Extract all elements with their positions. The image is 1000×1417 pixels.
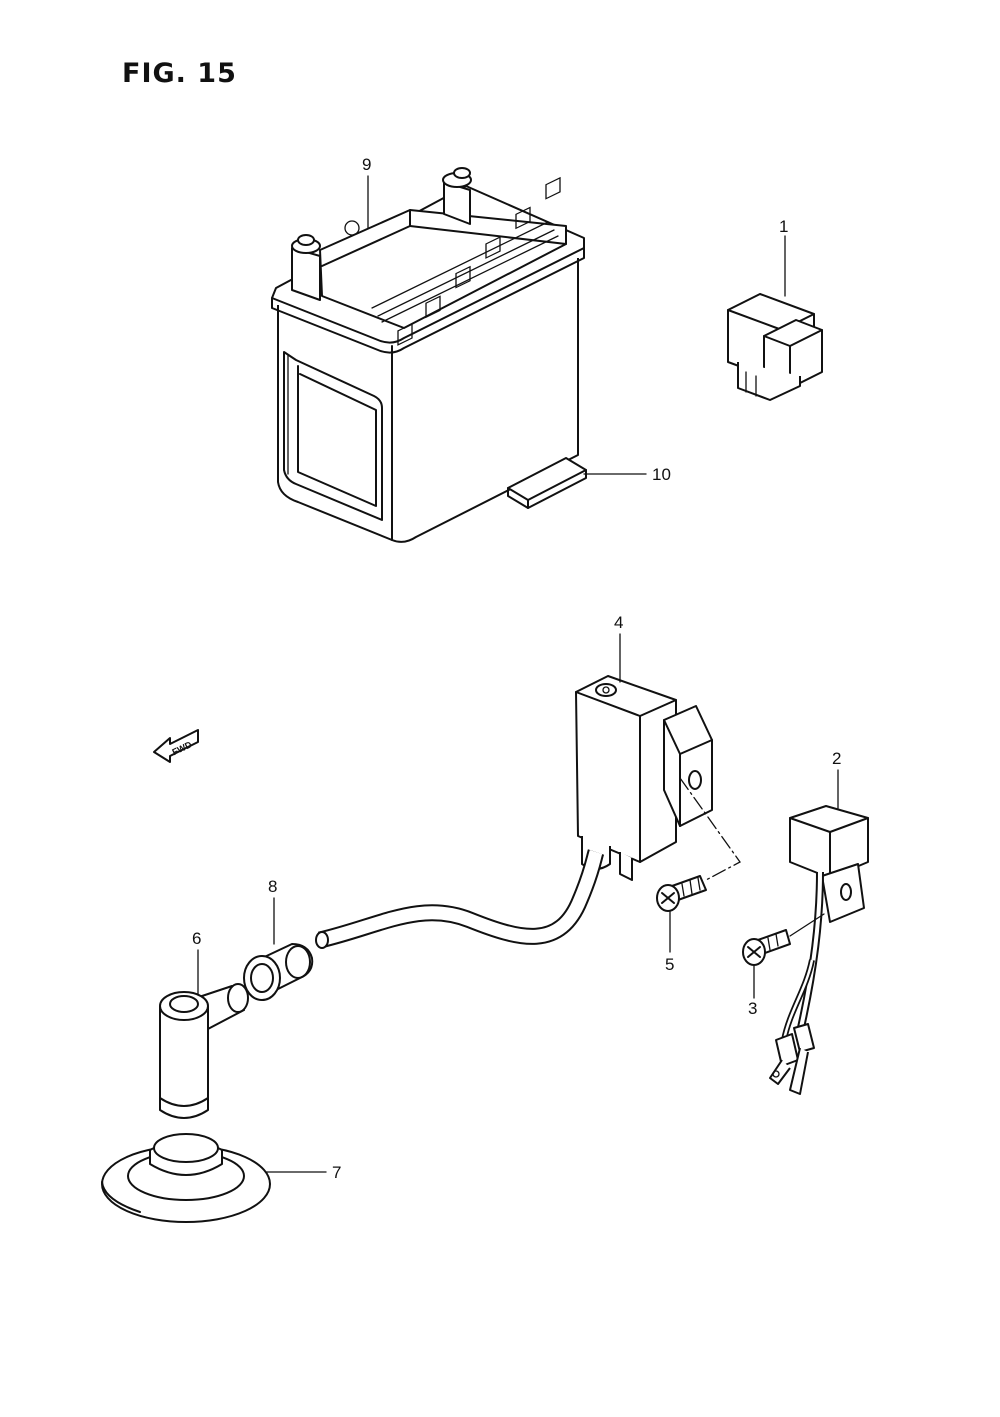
callout-10: 10: [652, 465, 671, 484]
plug-cap-part-6: [159, 983, 249, 1119]
callout-3: 3: [748, 999, 757, 1018]
screw-part-5: [656, 875, 707, 912]
battery-part-9: [271, 167, 585, 543]
fwd-arrow-icon: FWD: [153, 729, 199, 763]
callout-1: 1: [779, 217, 788, 236]
screw-part-3: [742, 913, 825, 966]
high-tension-lead: [315, 849, 605, 949]
callout-2: 2: [832, 749, 841, 768]
unit-part-2: [769, 805, 869, 1095]
callout-numbers: 9 1 10 4 2 5 3 8 6 7: [192, 155, 841, 1182]
ignition-coil-part-4: [575, 675, 713, 881]
callout-leaders: [197, 175, 839, 1173]
rubber-cap-part-7: [101, 1133, 271, 1223]
relay-part-1: [727, 293, 823, 401]
callout-8: 8: [268, 877, 277, 896]
callout-9: 9: [362, 155, 371, 174]
battery-pad-part-10: [507, 457, 587, 509]
callout-6: 6: [192, 929, 201, 948]
callout-7: 7: [332, 1163, 341, 1182]
seal-part-8: [243, 943, 314, 1001]
callout-5: 5: [665, 955, 674, 974]
figure-title: FIG. 15: [122, 58, 237, 89]
callout-4: 4: [614, 613, 623, 632]
